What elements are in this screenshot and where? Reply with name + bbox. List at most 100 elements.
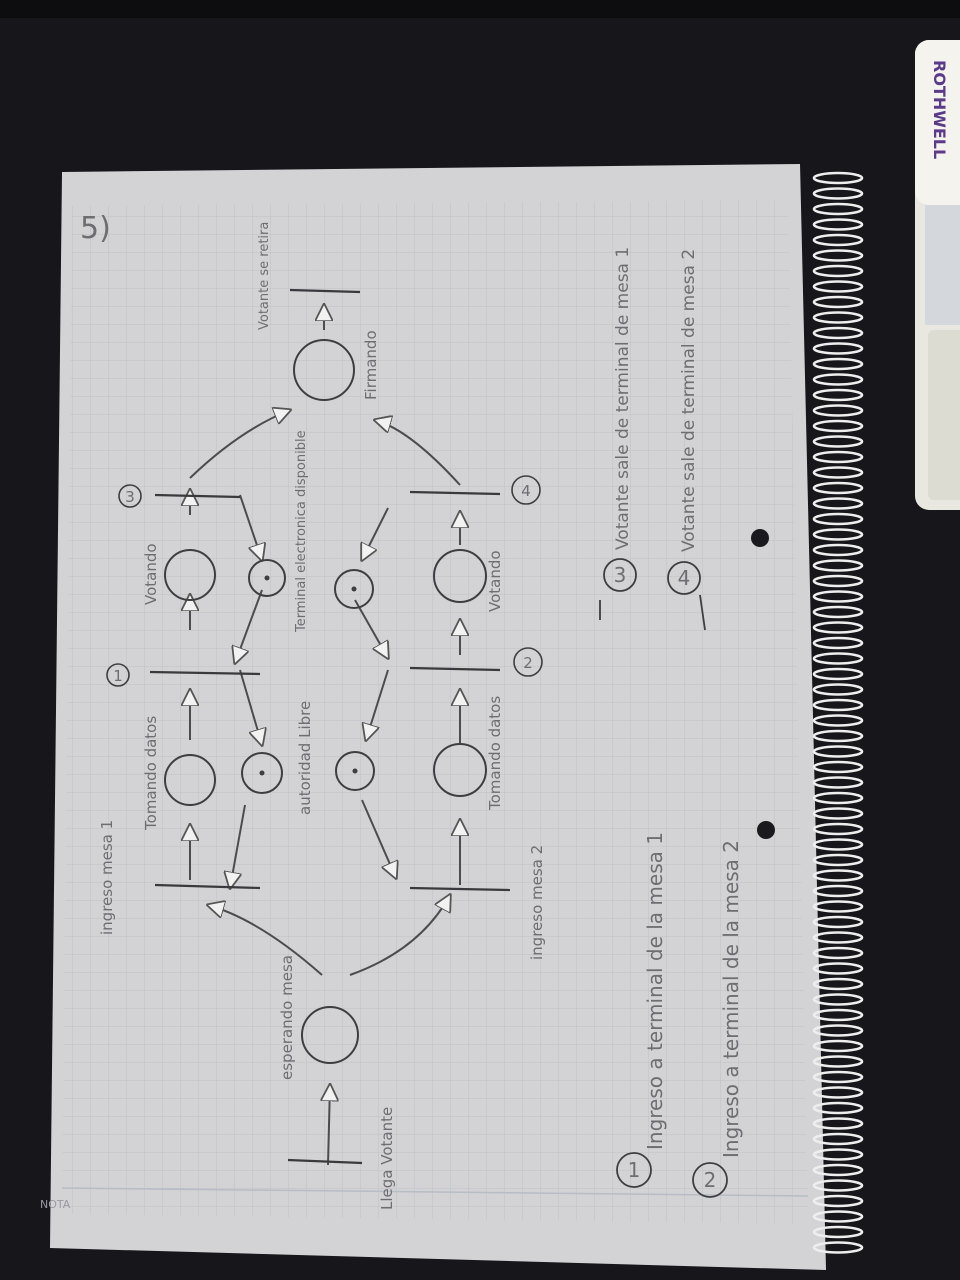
spiral-coil bbox=[812, 838, 864, 851]
spiral-coil bbox=[812, 884, 864, 898]
spiral-coil bbox=[812, 512, 864, 526]
transition-1-number: 1 bbox=[113, 667, 123, 685]
spiral-coil bbox=[812, 977, 864, 991]
petri-net-places bbox=[164, 339, 487, 1064]
label-llega-votante: Llega Votante bbox=[378, 1107, 396, 1210]
legend-2-number: 2 bbox=[704, 1168, 717, 1192]
transition-3 bbox=[154, 493, 241, 499]
spiral-coil bbox=[812, 946, 864, 960]
token bbox=[264, 575, 270, 581]
spiral-coil bbox=[812, 667, 864, 681]
spiral-coil bbox=[812, 295, 864, 309]
spiral-coil bbox=[812, 388, 864, 402]
label-votando-1: Votando bbox=[142, 543, 160, 605]
legend-3-text: Votante sale de terminal de mesa 1 bbox=[613, 247, 633, 550]
token bbox=[352, 768, 358, 774]
spiral-coil bbox=[812, 621, 864, 634]
transition-numbers: 1 2 3 4 bbox=[113, 482, 533, 685]
spiral-coil bbox=[812, 636, 864, 650]
spiral-coil bbox=[812, 249, 864, 262]
label-esperando-mesa: esperando mesa bbox=[278, 955, 296, 1080]
spiral-coil bbox=[812, 1148, 864, 1161]
spiral-coil bbox=[812, 497, 864, 510]
place-autoridad-libre-2 bbox=[335, 751, 375, 791]
spiral-coil bbox=[812, 745, 864, 758]
petri-net-transitions bbox=[149, 288, 511, 1165]
label-autoridad-libre: autoridad Libre bbox=[296, 701, 314, 815]
transition-retira bbox=[289, 288, 361, 294]
transition-1 bbox=[149, 670, 261, 676]
spiral-coil bbox=[812, 1070, 864, 1084]
place-votando-2 bbox=[433, 549, 487, 603]
spiral-coil bbox=[812, 311, 864, 324]
spiral-coil bbox=[812, 807, 864, 820]
spiral-coil bbox=[812, 187, 864, 200]
place-terminal-2 bbox=[334, 569, 374, 609]
legend-1-number: 1 bbox=[628, 1158, 641, 1182]
spiral-coil bbox=[812, 714, 864, 727]
transition-number-circles bbox=[106, 475, 543, 687]
place-tomando-datos-1 bbox=[164, 754, 216, 806]
spiral-coil bbox=[812, 1101, 864, 1115]
petri-net-tokens bbox=[259, 575, 358, 776]
spiral-coil bbox=[812, 900, 864, 913]
legend-1-text: Ingreso a terminal de la mesa 1 bbox=[643, 832, 667, 1150]
place-terminal-1 bbox=[248, 559, 286, 597]
legend-3-number: 3 bbox=[614, 563, 627, 587]
place-autoridad-libre-1 bbox=[241, 752, 283, 794]
label-ingreso-mesa-1: ingreso mesa 1 bbox=[98, 820, 116, 935]
spiral-coil bbox=[812, 652, 864, 665]
spiral-coil bbox=[812, 1210, 864, 1223]
token bbox=[259, 770, 265, 776]
spiral-coil bbox=[812, 931, 864, 944]
spiral-coil bbox=[812, 1132, 864, 1146]
spiral-coil bbox=[812, 590, 864, 603]
net-labels: Llega Votante esperando mesa ingreso mes… bbox=[98, 222, 546, 1210]
transition-ingreso-mesa-2 bbox=[409, 886, 511, 892]
spiral-coil bbox=[812, 1086, 864, 1099]
place-firmando bbox=[293, 339, 355, 401]
spiral-binding bbox=[812, 171, 864, 1254]
spiral-coil bbox=[812, 357, 864, 371]
petri-net-arcs bbox=[190, 305, 460, 1166]
device-brand: ROTHWELL bbox=[930, 60, 949, 159]
legend: 1 Ingreso a terminal de la mesa 1 2 Ingr… bbox=[613, 247, 743, 1192]
svg-text:5): 5) bbox=[80, 211, 111, 246]
spiral-coil bbox=[812, 450, 864, 464]
spiral-coil bbox=[812, 1024, 864, 1037]
spiral-coil bbox=[812, 326, 864, 340]
spiral-coil bbox=[812, 1055, 864, 1068]
spiral-coil bbox=[812, 683, 864, 696]
transition-ingreso-mesa-1 bbox=[154, 883, 261, 890]
spiral-coil bbox=[812, 233, 864, 247]
spiral-coil bbox=[812, 264, 864, 278]
spiral-coil bbox=[812, 559, 864, 572]
spiral-coil bbox=[812, 698, 864, 712]
spiral-coil bbox=[812, 435, 864, 448]
place-esperando-mesa bbox=[301, 1006, 359, 1064]
spiral-coil bbox=[812, 605, 864, 619]
spiral-coil bbox=[812, 373, 864, 386]
label-tomando-datos-1: Tomando datos bbox=[142, 716, 160, 831]
spiral-coil bbox=[812, 760, 864, 774]
spiral-coil bbox=[812, 791, 864, 805]
spiral-coil bbox=[812, 729, 864, 743]
spiral-coil bbox=[812, 962, 864, 975]
transition-3-number: 3 bbox=[125, 488, 135, 506]
legend-4-number: 4 bbox=[678, 566, 691, 590]
spiral-coil bbox=[812, 1039, 864, 1053]
spiral-coil bbox=[812, 1241, 864, 1254]
page-number: 5) bbox=[80, 211, 111, 246]
spiral-coil bbox=[812, 543, 864, 557]
label-votante-se-retira: Votante se retira bbox=[257, 222, 272, 330]
spiral-coil bbox=[812, 202, 864, 216]
transition-2-number: 2 bbox=[523, 654, 533, 672]
transition-2 bbox=[409, 666, 501, 672]
spiral-coil bbox=[812, 466, 864, 479]
spiral-coil bbox=[812, 1163, 864, 1177]
spiral-coil bbox=[812, 915, 864, 929]
spiral-coil bbox=[812, 822, 864, 836]
spiral-coil bbox=[812, 419, 864, 433]
label-tomando-datos-2: Tomando datos bbox=[486, 696, 504, 811]
spiral-coil bbox=[812, 218, 864, 231]
